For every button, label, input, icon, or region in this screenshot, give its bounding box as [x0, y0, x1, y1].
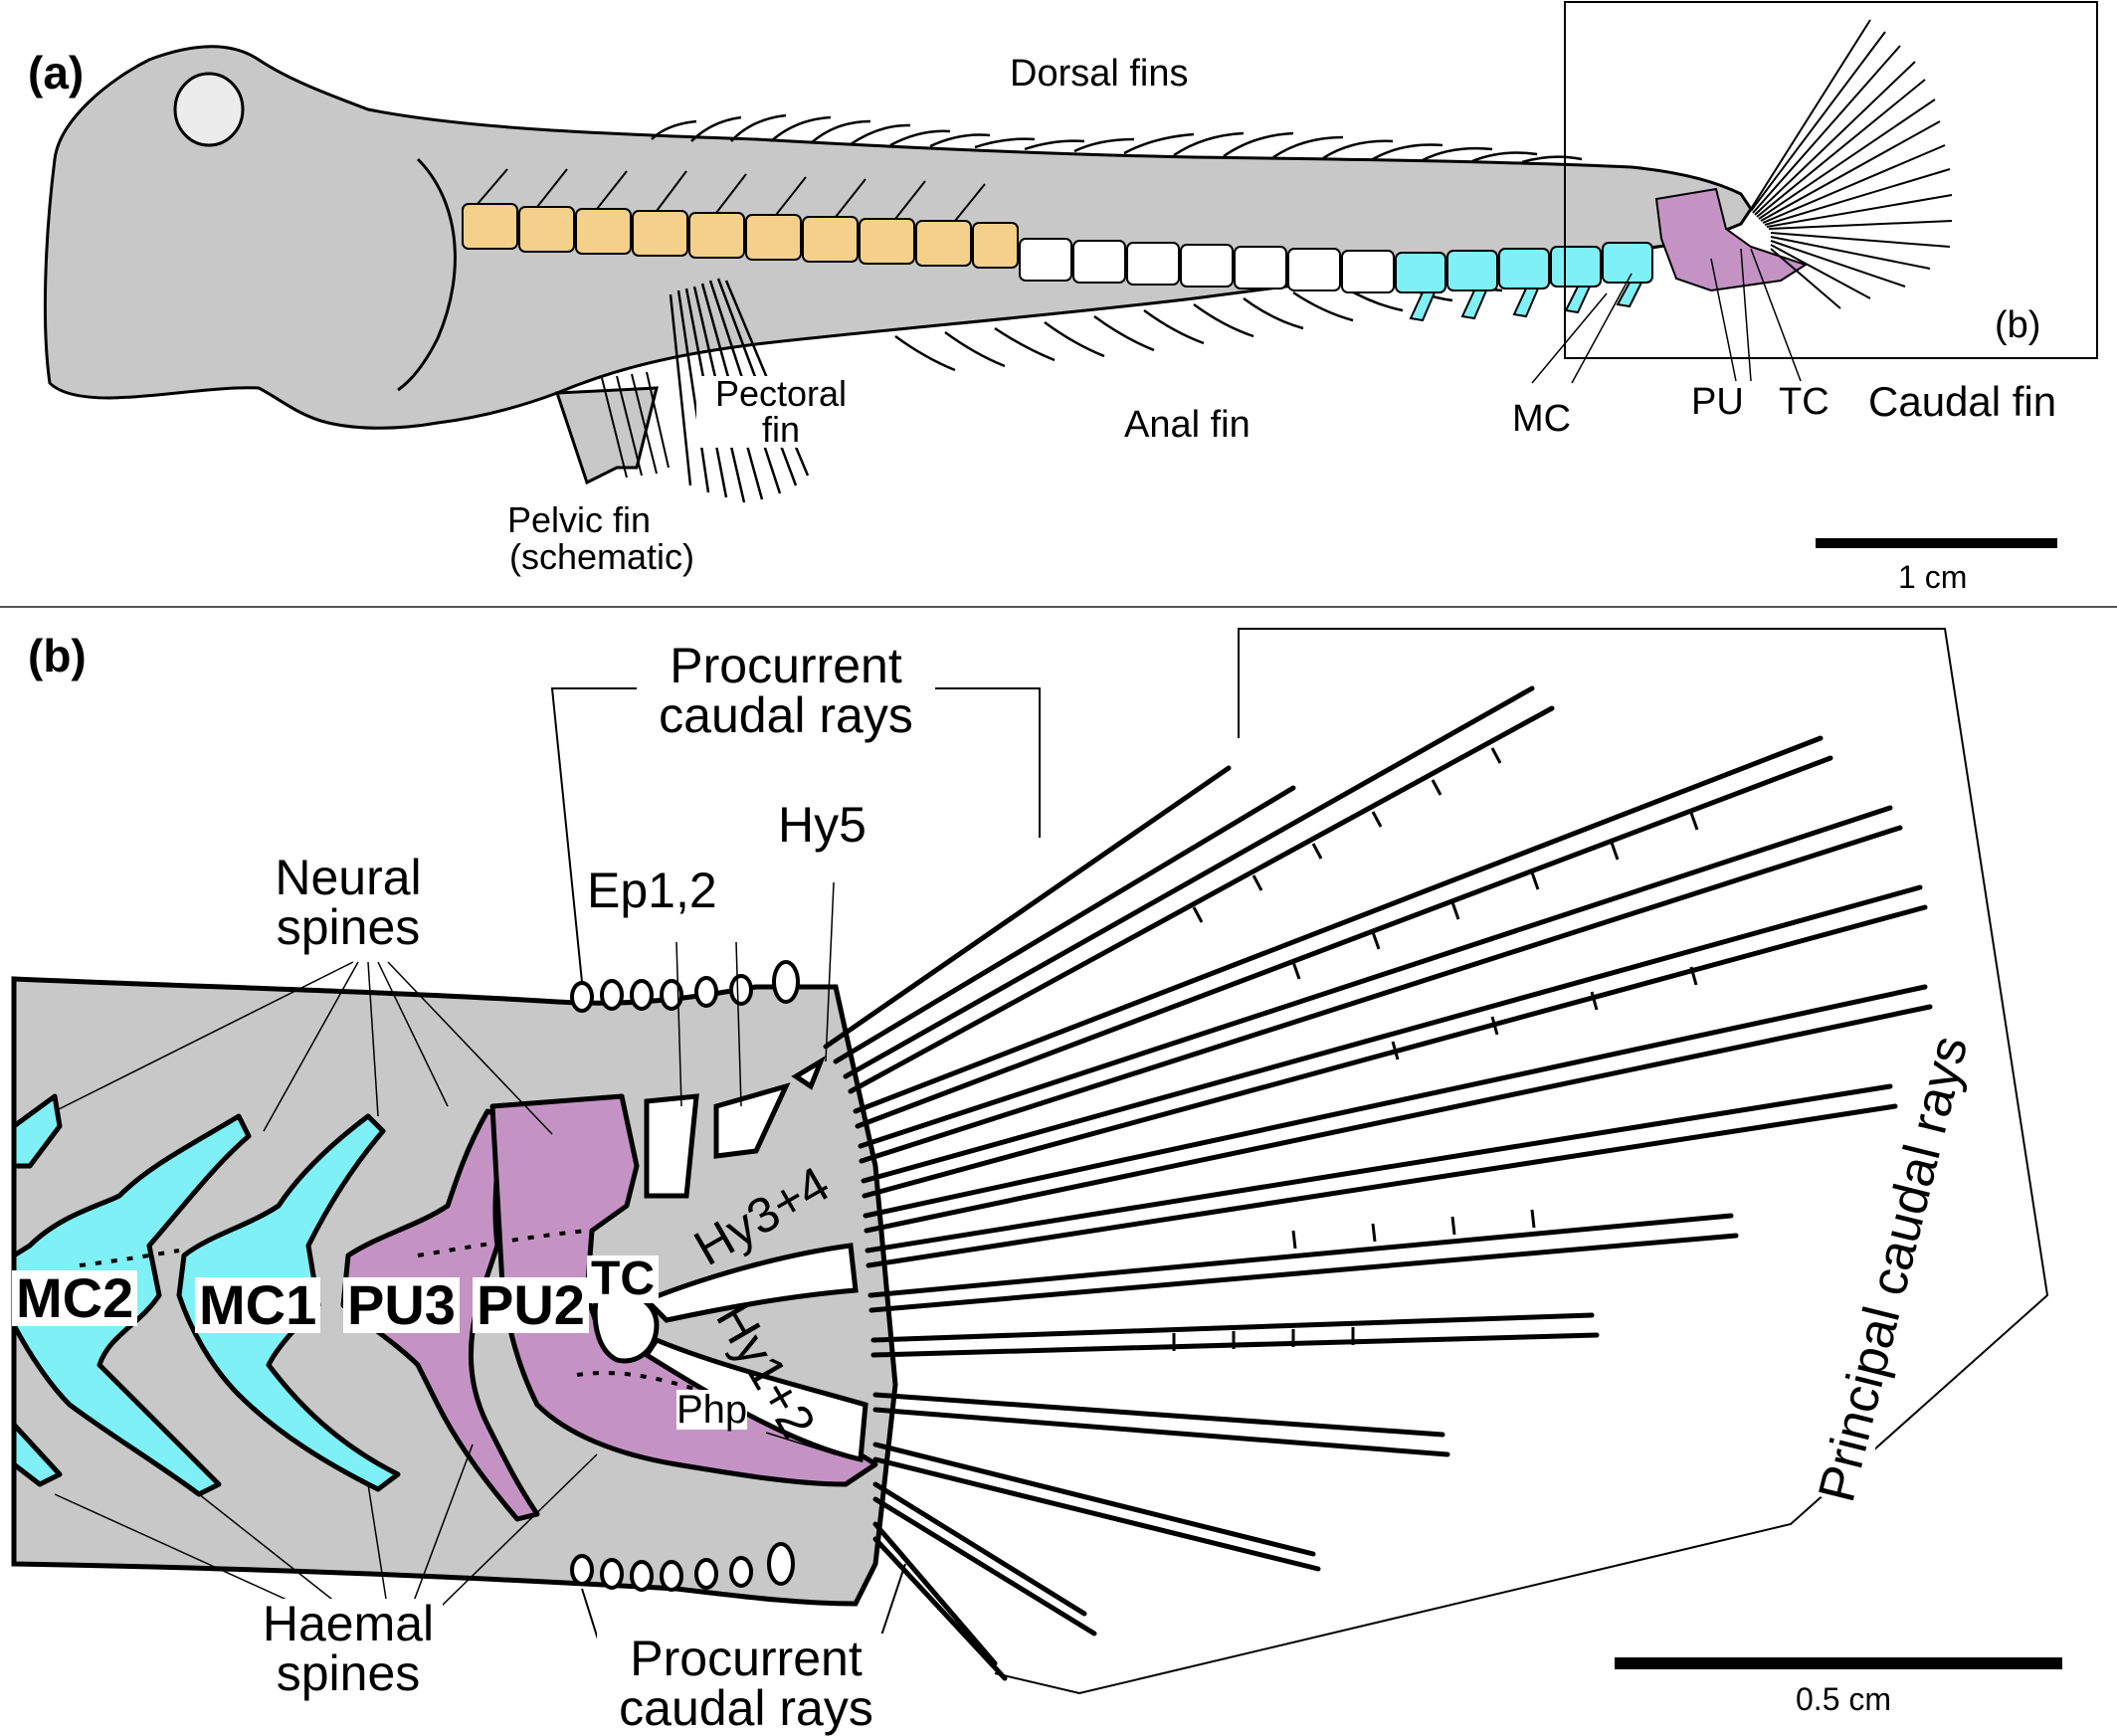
- scale-label-b: 0.5 cm: [1796, 1681, 1892, 1717]
- panel-a: (a) Dorsal fins Pectoral fin Pelvic fin …: [0, 0, 2117, 607]
- panel-a-leaders: [1531, 248, 1802, 384]
- dorsal-fin-spines: [651, 113, 1583, 164]
- pelvic-fin: [554, 386, 659, 485]
- label-mc1: MC1: [195, 1277, 321, 1333]
- label-pectoral-fin: Pectoral fin: [696, 376, 866, 448]
- scale-bar-b: [1615, 1657, 2062, 1669]
- label-tc: TC: [1779, 381, 1829, 423]
- label-pu: PU: [1691, 381, 1744, 423]
- middle-caudal-vertebrae: [1395, 242, 1653, 322]
- label-tc: TC: [587, 1255, 659, 1303]
- precaudal-vertebrae: [462, 168, 1019, 269]
- inset-box: [1564, 1, 2098, 359]
- procurrent-rays-top: [570, 960, 800, 1013]
- label-mc: MC: [1512, 398, 1572, 440]
- caudal-fin-rays: [1750, 19, 1953, 309]
- operculum-line: [397, 157, 457, 392]
- label-hy5: Hy5: [778, 797, 866, 853]
- hypural-3-4: [642, 1243, 859, 1323]
- label-pelvic-fin-note: (schematic): [509, 536, 695, 577]
- pelvic-fin-rays: [601, 371, 670, 479]
- label-php: Php: [676, 1388, 748, 1432]
- label-dorsal-fins: Dorsal fins: [1010, 53, 1189, 95]
- bracket-principal: [994, 628, 2049, 1695]
- label-procurrent-bottom: Procurrent caudal rays: [597, 1634, 895, 1733]
- label-pelvic-fin: Pelvic fin: [507, 499, 652, 540]
- panel-a-drawing: [43, 1, 2098, 548]
- mc3-partial: [11, 1093, 63, 1169]
- caudal-vertebrae: [1019, 238, 1395, 293]
- procurrent-rays-bottom: [570, 1542, 795, 1592]
- panel-b-drawing: [11, 628, 2062, 1695]
- panel-divider: [0, 606, 2117, 608]
- preural-complex: [1654, 187, 1809, 292]
- label-caudal-fin: Caudal fin: [1868, 378, 2057, 425]
- ray-segments: [1172, 747, 1699, 1351]
- scale-label-a: 1 cm: [1898, 559, 1968, 595]
- label-procurrent-top: Procurrent caudal rays: [637, 641, 935, 740]
- panel-a-letter: (a): [28, 47, 85, 98]
- inset-letter: (b): [1995, 304, 2041, 346]
- label-ep: Ep1,2: [587, 863, 717, 918]
- label-pu2: PU2: [473, 1277, 589, 1333]
- eye: [173, 72, 245, 147]
- panel-b: (b) Procurrent caudal rays Neural spines…: [0, 609, 2117, 1733]
- label-mc2: MC2: [12, 1270, 138, 1326]
- hypural-5: [791, 1056, 827, 1090]
- label-haemal-spines: Haemal spines: [254, 1599, 443, 1698]
- mc-lower-spine-1: [11, 1422, 63, 1487]
- label-neural-spines: Neural spines: [254, 853, 443, 952]
- panel-b-letter: (b): [28, 630, 87, 681]
- label-anal-fin: Anal fin: [1124, 404, 1251, 446]
- epural-2: [713, 1082, 791, 1159]
- scale-bar-a: [1816, 538, 2057, 548]
- label-pu3: PU3: [343, 1277, 460, 1333]
- epural-1: [644, 1093, 699, 1199]
- principal-caudal-rays: [823, 685, 1933, 1681]
